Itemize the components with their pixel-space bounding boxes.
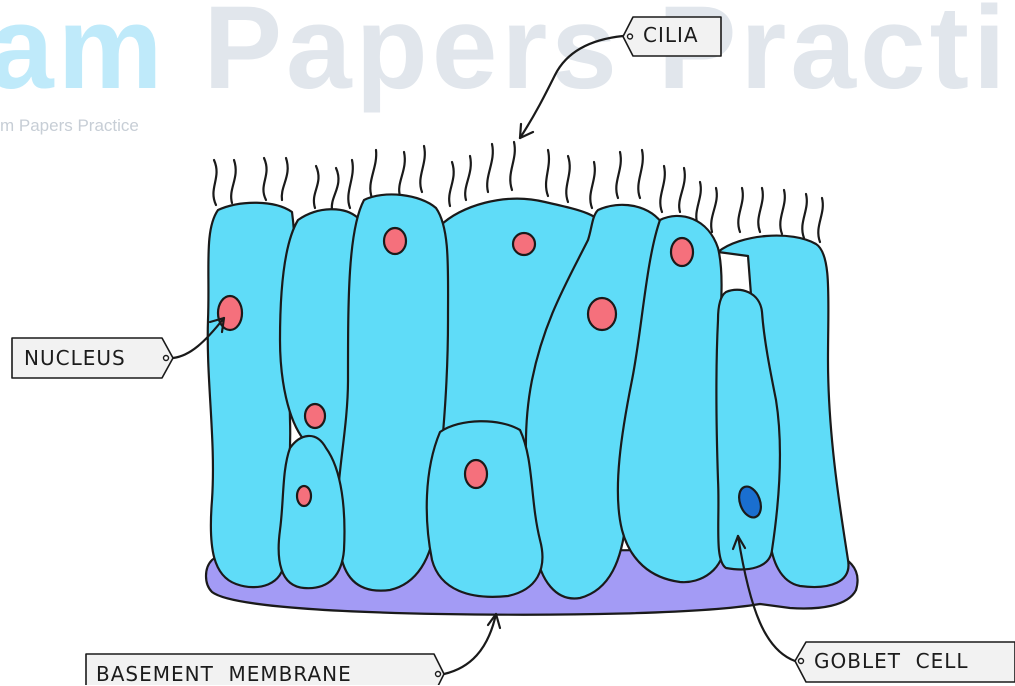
nucleus	[513, 233, 535, 255]
cilia-label: CILIA	[643, 25, 699, 45]
basement-membrane-label: BASEMENT MEMBRANE	[96, 664, 352, 684]
goblet-cell-label: GOBLET CELL	[814, 651, 969, 671]
nucleus	[588, 298, 616, 330]
nucleus	[465, 460, 487, 488]
cilia-leader-arrow	[520, 36, 623, 138]
basal-cell-center	[427, 421, 543, 597]
nucleus	[305, 404, 325, 428]
nucleus-label: NUCLEUS	[24, 348, 126, 368]
nucleus	[297, 486, 311, 506]
nucleus	[671, 238, 693, 266]
nucleus	[384, 228, 406, 254]
nucleus	[218, 296, 242, 330]
